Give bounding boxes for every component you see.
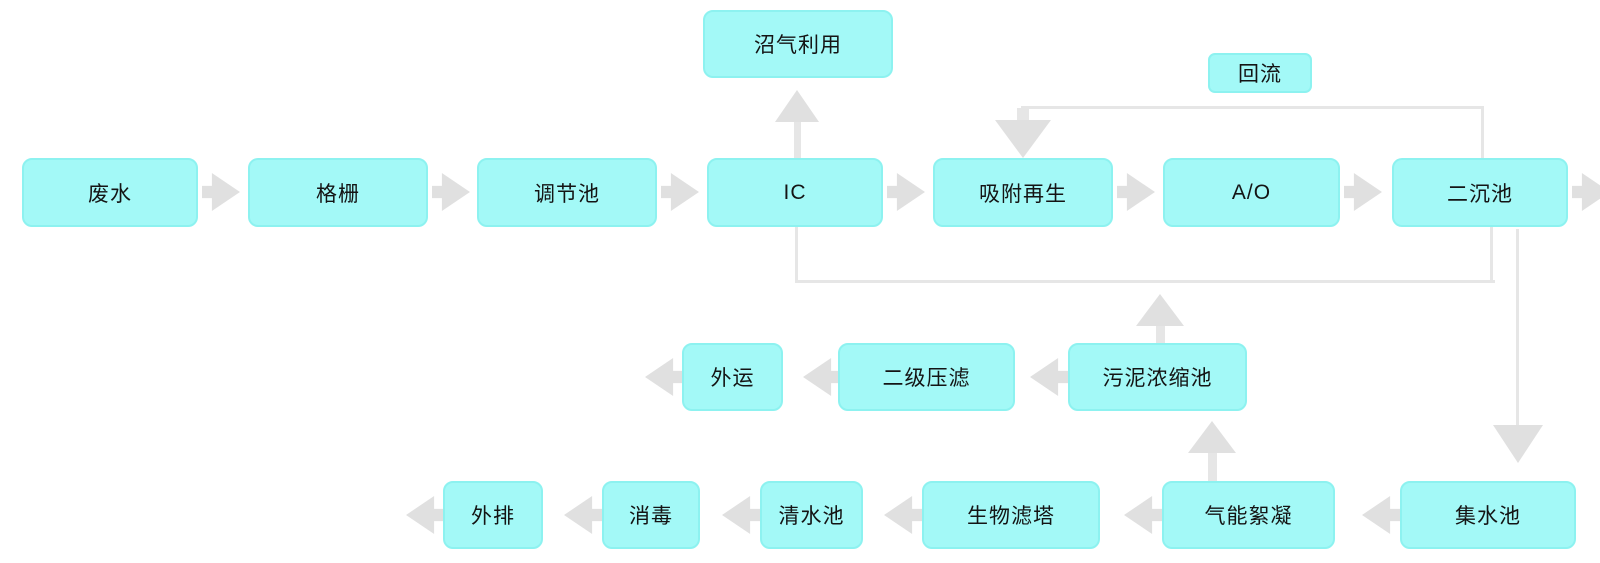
node-ic-reactor: IC [707,158,883,227]
connector-sedimentation-down [1490,227,1493,283]
node-ao-process: A/O [1163,158,1340,227]
flow-arrow-right-icon [202,173,240,211]
flow-arrow-right-icon [887,173,925,211]
node-disinfection: 消毒 [602,481,700,549]
node-biological-filter-tower: 生物滤塔 [922,481,1100,549]
arrowhead-to-adsorption-icon [995,120,1051,158]
connector-reflux-stub [1017,108,1029,122]
connector-flocculation-up-shaft [1208,451,1217,481]
flow-arrow-right-icon [1117,173,1155,211]
node-final-discharge: 外排 [443,481,543,549]
node-outward-transport: 外运 [682,343,783,411]
node-biogas-utilization-label: 沼气利用 [754,34,842,57]
node-adsorption-regeneration: 吸附再生 [933,158,1113,227]
arrowhead-to-collecting-tank-icon [1493,425,1543,463]
node-sludge-thickening-tank: 污泥浓缩池 [1068,343,1247,411]
flow-arrow-right-icon [661,173,699,211]
node-regulating-tank-label: 调节池 [534,182,600,206]
flow-arrow-left-icon [1030,358,1068,396]
node-wastewater-label: 废水 [88,182,132,206]
node-ao-process-label: A/O [1231,180,1272,204]
flow-arrow-left-icon [722,496,760,534]
node-clean-water-tank: 清水池 [760,481,863,549]
arrowhead-to-thickener-icon [1188,421,1236,453]
node-adsorption-regeneration-label: 吸附再生 [979,182,1067,206]
node-bar-screen: 格栅 [248,158,428,227]
flow-arrow-right-icon [1572,173,1600,211]
flow-arrow-left-icon [564,496,602,534]
node-secondary-filter-press: 二级压滤 [838,343,1015,411]
node-reflux: 回流 [1208,53,1312,93]
connector-thickener-up-shaft [1156,324,1165,343]
connector-ic-to-biogas [794,122,801,158]
node-biogas-utilization: 沼气利用 [703,10,893,78]
node-secondary-sedimentation-tank-label: 二沉池 [1447,182,1513,206]
node-bar-screen-label: 格栅 [316,182,360,206]
node-reflux-label: 回流 [1238,63,1282,86]
node-clean-water-tank-label: 清水池 [778,505,845,528]
flow-arrow-left-icon [884,496,922,534]
connector-to-collecting-tank [1516,229,1519,425]
node-biological-filter-tower-label: 生物滤塔 [967,505,1055,528]
node-secondary-sedimentation-tank: 二沉池 [1392,158,1568,227]
arrowhead-thickener-to-line-icon [1136,294,1184,326]
node-disinfection-label: 消毒 [629,505,673,528]
flow-arrow-left-icon [645,358,683,396]
connector-reflux-vertical [1481,108,1484,158]
arrowhead-to-biogas-icon [775,90,819,122]
connector-ic-down [795,227,798,283]
node-sludge-thickening-tank-label: 污泥浓缩池 [1102,367,1213,390]
connector-sludge-horizontal [795,280,1495,283]
node-secondary-filter-press-label: 二级压滤 [882,367,971,390]
flow-arrow-left-icon [803,358,841,396]
node-gas-flocculation-label: 气能絮凝 [1204,505,1293,528]
connector-reflux-horizontal [1021,106,1484,109]
node-collecting-tank-label: 集水池 [1455,505,1521,528]
node-gas-flocculation: 气能絮凝 [1162,481,1335,549]
node-final-discharge-label: 外排 [471,505,515,528]
node-wastewater: 废水 [22,158,198,227]
flow-arrow-left-icon [1362,496,1400,534]
flow-arrow-right-icon [432,173,470,211]
node-outward-transport-label: 外运 [710,367,755,390]
node-regulating-tank: 调节池 [477,158,657,227]
flow-arrow-left-icon [1124,496,1162,534]
node-collecting-tank: 集水池 [1400,481,1576,549]
flow-arrow-left-icon [406,496,444,534]
flow-arrow-right-icon [1344,173,1382,211]
node-ic-reactor-label: IC [783,180,807,204]
